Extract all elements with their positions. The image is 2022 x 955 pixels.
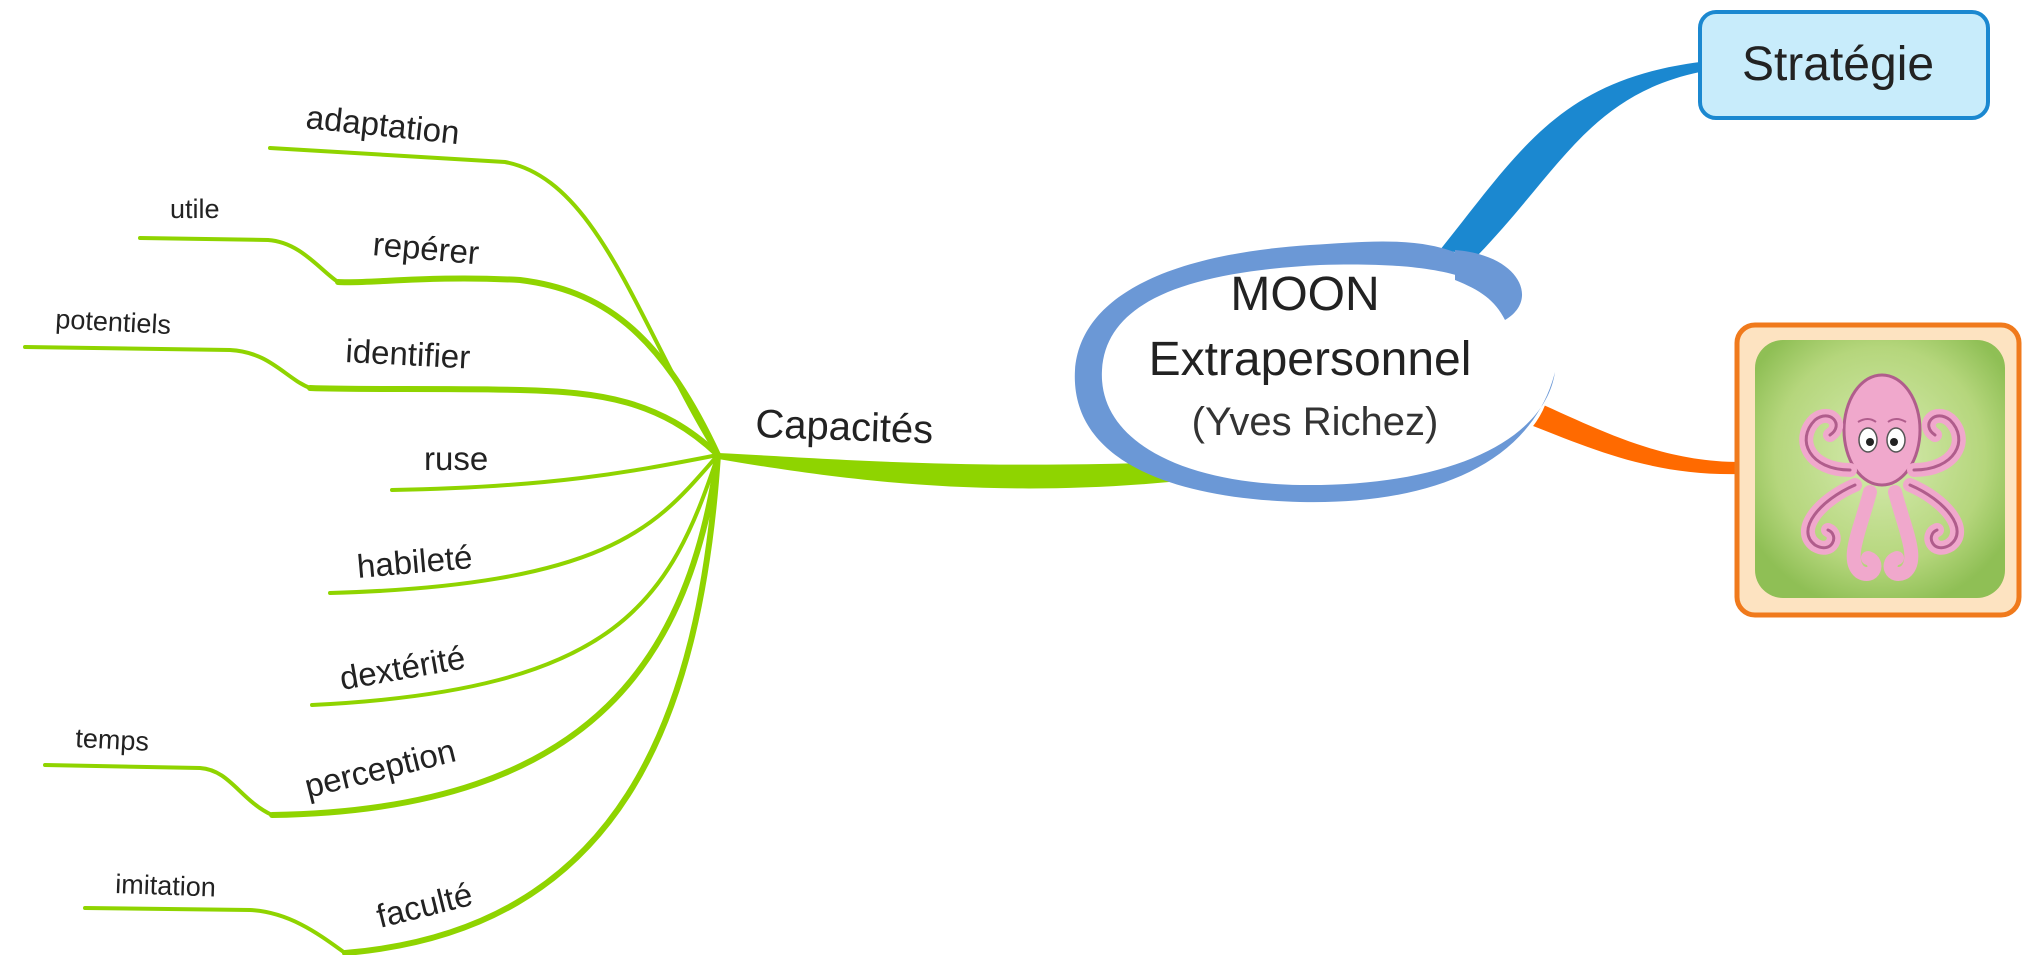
sub-line-utile (138, 236, 340, 284)
branch-label-reperer[interactable]: repérer (371, 225, 480, 271)
sub-label-utile[interactable]: utile (170, 194, 220, 224)
main-branch-link (718, 453, 1190, 489)
strategy-node[interactable]: Stratégie (1698, 10, 1990, 120)
branch-label-identifier[interactable]: identifier (345, 332, 472, 375)
branch-line-habilete (328, 453, 720, 595)
branch-line-perception (269, 452, 721, 818)
branch-label-adaptation[interactable]: adaptation (304, 98, 461, 151)
strategy-link (1440, 62, 1700, 255)
branch-line-reperer (335, 275, 721, 458)
center-node[interactable]: MOON Extrapersonnel (Yves Richez) (1070, 241, 1555, 505)
branch-lines (23, 146, 721, 955)
sub-label-temps[interactable]: temps (75, 723, 150, 757)
sub-line-potentiels (23, 345, 312, 390)
center-author: (Yves Richez) (1192, 400, 1439, 444)
center-title: MOON (1230, 268, 1379, 321)
branch-label-habilete[interactable]: habileté (355, 538, 473, 585)
sub-label-imitation[interactable]: imitation (115, 869, 217, 902)
strategy-label: Stratégie (1742, 38, 1934, 91)
main-branch-label[interactable]: Capacités (755, 402, 934, 452)
sub-label-potentiels[interactable]: potentiels (55, 304, 172, 340)
sub-line-temps (43, 763, 274, 817)
branch-line-dexterite (310, 453, 720, 707)
branch-line-faculte (342, 452, 721, 955)
octopus-icon (1799, 373, 1966, 581)
branch-label-dexterite[interactable]: dextérité (337, 638, 468, 696)
image-node-link (1518, 398, 1740, 475)
sub-line-imitation (83, 906, 347, 955)
image-node[interactable] (1734, 322, 2022, 618)
branch-line-identifier (307, 385, 721, 458)
branch-label-ruse[interactable]: ruse (424, 440, 488, 477)
center-subtitle: Extrapersonnel (1149, 333, 1472, 386)
branch-line-ruse (390, 453, 720, 492)
